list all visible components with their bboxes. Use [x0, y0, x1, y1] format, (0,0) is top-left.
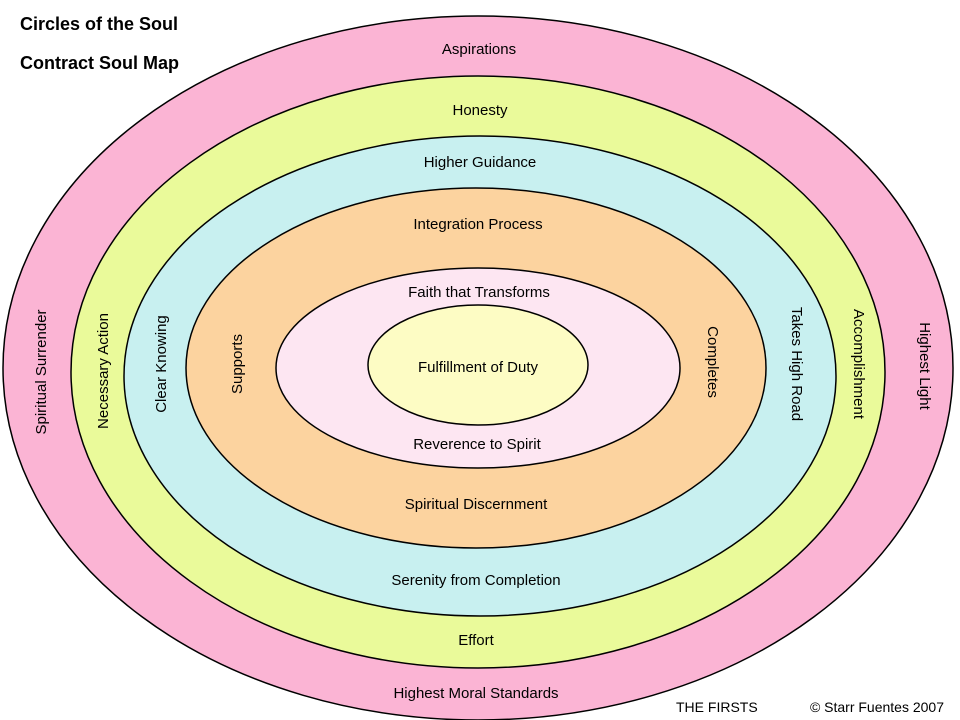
ring-3-bottom-label: Serenity from Completion [391, 572, 560, 589]
center-fulfillment-of-duty [367, 304, 589, 426]
ring-4-left-label: Supports [229, 334, 246, 394]
ring-4-right-label: Completes [704, 326, 721, 398]
ring-2-left-label: Necessary Action [95, 313, 112, 429]
ring-4-top-label: Integration Process [413, 216, 542, 233]
diagram-title-line-2: Contract Soul Map [20, 53, 179, 73]
ring-3-left-label: Clear Knowing [153, 315, 170, 413]
footer-copyright: © Starr Fuentes 2007 [810, 699, 944, 715]
ring-2-top-label: Honesty [452, 102, 508, 119]
ring-3-top-label: Higher Guidance [424, 154, 537, 171]
ring-1-top-label: Aspirations [442, 41, 516, 58]
ring-2-bottom-label: Effort [458, 632, 494, 649]
ring-1-bottom-label: Highest Moral Standards [393, 685, 558, 702]
ring-5-top-label: Faith that Transforms [408, 284, 550, 301]
ring-1-left-label: Spiritual Surrender [33, 309, 50, 434]
diagram-title-line-1: Circles of the Soul [20, 14, 178, 34]
ring-2-right-label: Accomplishment [850, 309, 867, 420]
center-label: Fulfillment of Duty [418, 359, 539, 376]
ring-5-bottom-label: Reverence to Spirit [413, 436, 541, 453]
footer-the-firsts: THE FIRSTS [676, 699, 758, 715]
ring-3-right-label: Takes High Road [788, 307, 805, 421]
ring-4-bottom-label: Spiritual Discernment [405, 496, 548, 513]
ring-1-right-label: Highest Light [916, 322, 933, 410]
